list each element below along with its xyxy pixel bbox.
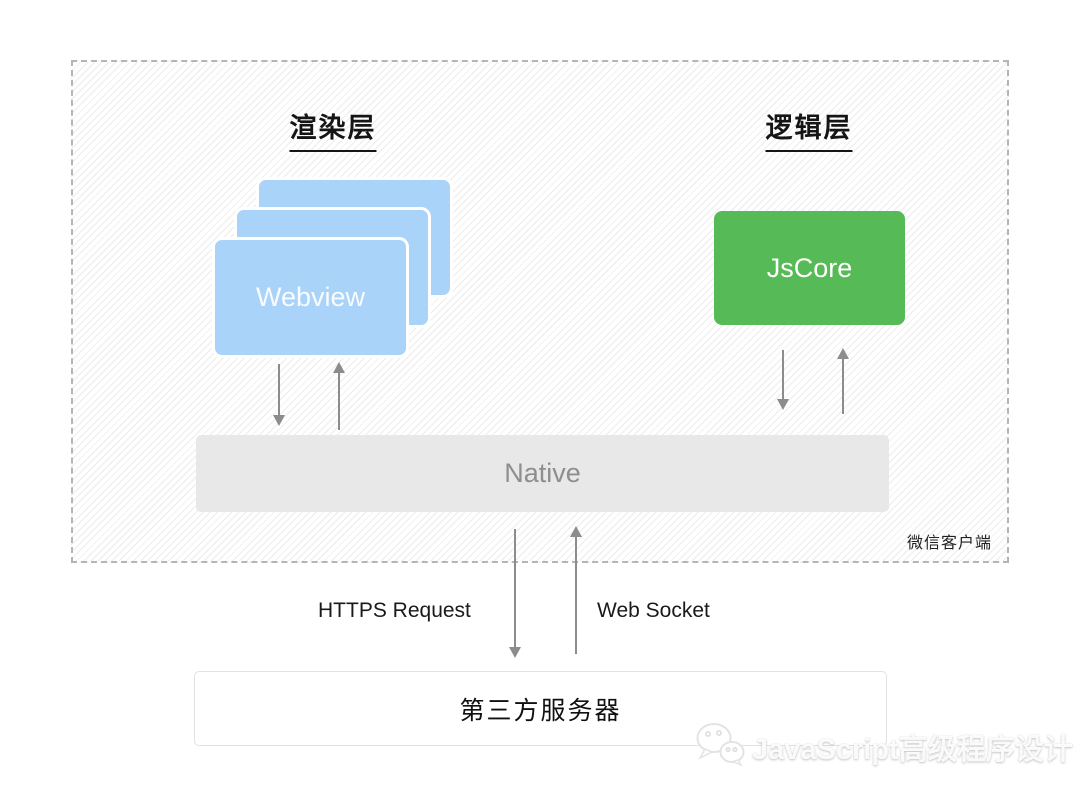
jscore-label: JsCore (766, 252, 853, 283)
webview-card: Webview (212, 237, 409, 358)
webview-to-native-arrow (273, 364, 285, 426)
https-request-label: HTTPS Request (318, 599, 471, 622)
https-request-arrow (509, 529, 521, 658)
wechat-icon (694, 721, 746, 772)
jscore-box: JsCore (714, 211, 905, 325)
web-socket-label: Web Socket (597, 599, 710, 622)
webview-label: Webview (255, 282, 366, 312)
jscore-to-native-arrow (777, 350, 789, 410)
wechat-client-container: 渲染层 逻辑层 Webview JsCore Native 微信客户端 (71, 60, 1009, 563)
web-socket-arrow (570, 526, 582, 654)
native-label: Native (504, 458, 581, 488)
logic-layer-title: 逻辑层 (765, 106, 853, 152)
native-bar: Native (196, 435, 889, 512)
render-layer-title: 渲染层 (289, 106, 377, 152)
watermark: JavaScript高级程序设计 (694, 721, 1073, 772)
wechat-client-label: 微信客户端 (907, 535, 993, 552)
watermark-text: JavaScript高级程序设计 (752, 733, 1073, 766)
third-party-server-label: 第三方服务器 (459, 696, 622, 725)
native-to-webview-arrow (333, 362, 345, 430)
third-party-server-box: 第三方服务器 (194, 671, 887, 746)
native-to-jscore-arrow (837, 348, 849, 414)
